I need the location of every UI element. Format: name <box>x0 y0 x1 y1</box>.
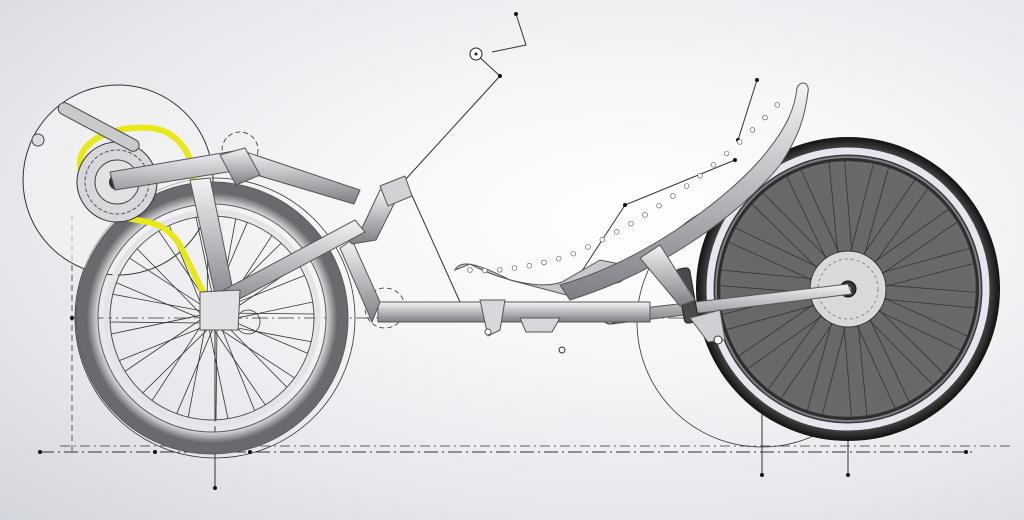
seat[interactable] <box>453 82 809 307</box>
seat-hole <box>683 183 690 189</box>
spoke <box>220 319 288 388</box>
seat-hole <box>670 193 676 199</box>
sketch-point-icon[interactable] <box>514 12 518 16</box>
main-frame[interactable] <box>109 147 651 337</box>
spoke <box>129 257 209 311</box>
spoke <box>116 282 204 321</box>
seat-hole <box>774 102 780 108</box>
spoke <box>176 326 215 414</box>
sketch-point-icon[interactable] <box>733 158 737 162</box>
seat-hole <box>556 255 562 262</box>
spoke <box>211 326 266 406</box>
sketch-point-icon[interactable] <box>153 450 157 454</box>
sketch-point-icon[interactable] <box>498 74 502 78</box>
boom-sketch-line-2 <box>404 179 461 303</box>
seat-hole <box>613 229 620 235</box>
seat-hole <box>482 267 488 274</box>
sketch-point-icon[interactable] <box>248 450 252 454</box>
boom-sketch-line <box>404 75 501 181</box>
sketch-point-icon[interactable] <box>38 450 42 454</box>
small-hole-marker-icon <box>558 346 566 354</box>
headrest-sketch-line <box>737 79 758 141</box>
spoke <box>119 325 208 362</box>
spoke <box>136 248 204 317</box>
spoke <box>219 322 256 411</box>
seat-back <box>559 82 809 301</box>
steering-sketch-2 <box>491 13 527 53</box>
seat-hole <box>570 250 577 257</box>
seat-hole <box>628 220 634 227</box>
spoke <box>124 317 204 372</box>
seat-hole <box>710 162 717 168</box>
seat-hole <box>496 267 503 273</box>
sketch-point-icon[interactable] <box>70 316 74 320</box>
seat-hole <box>599 236 606 243</box>
seat-hole <box>762 114 768 121</box>
spoke <box>215 325 295 379</box>
seat-hole <box>511 265 518 271</box>
spoke <box>208 326 229 419</box>
sketch-point-icon[interactable] <box>760 473 764 477</box>
seat-hole <box>749 127 756 133</box>
front-wheel-spokes <box>110 216 314 420</box>
seat-sketch-line <box>624 159 736 206</box>
seat-hole <box>642 212 648 218</box>
spoke <box>142 326 211 394</box>
seat-hole <box>467 267 473 273</box>
sketch-point-icon[interactable] <box>964 450 968 454</box>
seat-hole <box>526 262 532 269</box>
origin-marker-icon[interactable] <box>469 47 483 61</box>
sketch-point-icon[interactable] <box>755 78 759 82</box>
seat-hole <box>656 202 662 209</box>
spoke <box>112 293 206 313</box>
seat-hole <box>697 172 703 179</box>
seat-holes <box>467 102 780 274</box>
sketch-point-icon[interactable] <box>213 486 217 490</box>
seat-hole <box>585 244 591 250</box>
seat-hole <box>723 150 730 157</box>
front-ground-arc <box>74 177 356 459</box>
spoke <box>110 321 205 324</box>
spoke <box>111 314 204 335</box>
seat-hole <box>736 139 743 145</box>
seat-hole <box>541 259 547 266</box>
spoke <box>215 325 218 420</box>
crank-arm <box>57 102 140 152</box>
sketch-point-icon[interactable] <box>623 203 627 207</box>
sketch-point-icon[interactable] <box>846 473 850 477</box>
spoke <box>151 321 205 401</box>
spoke <box>187 324 207 418</box>
